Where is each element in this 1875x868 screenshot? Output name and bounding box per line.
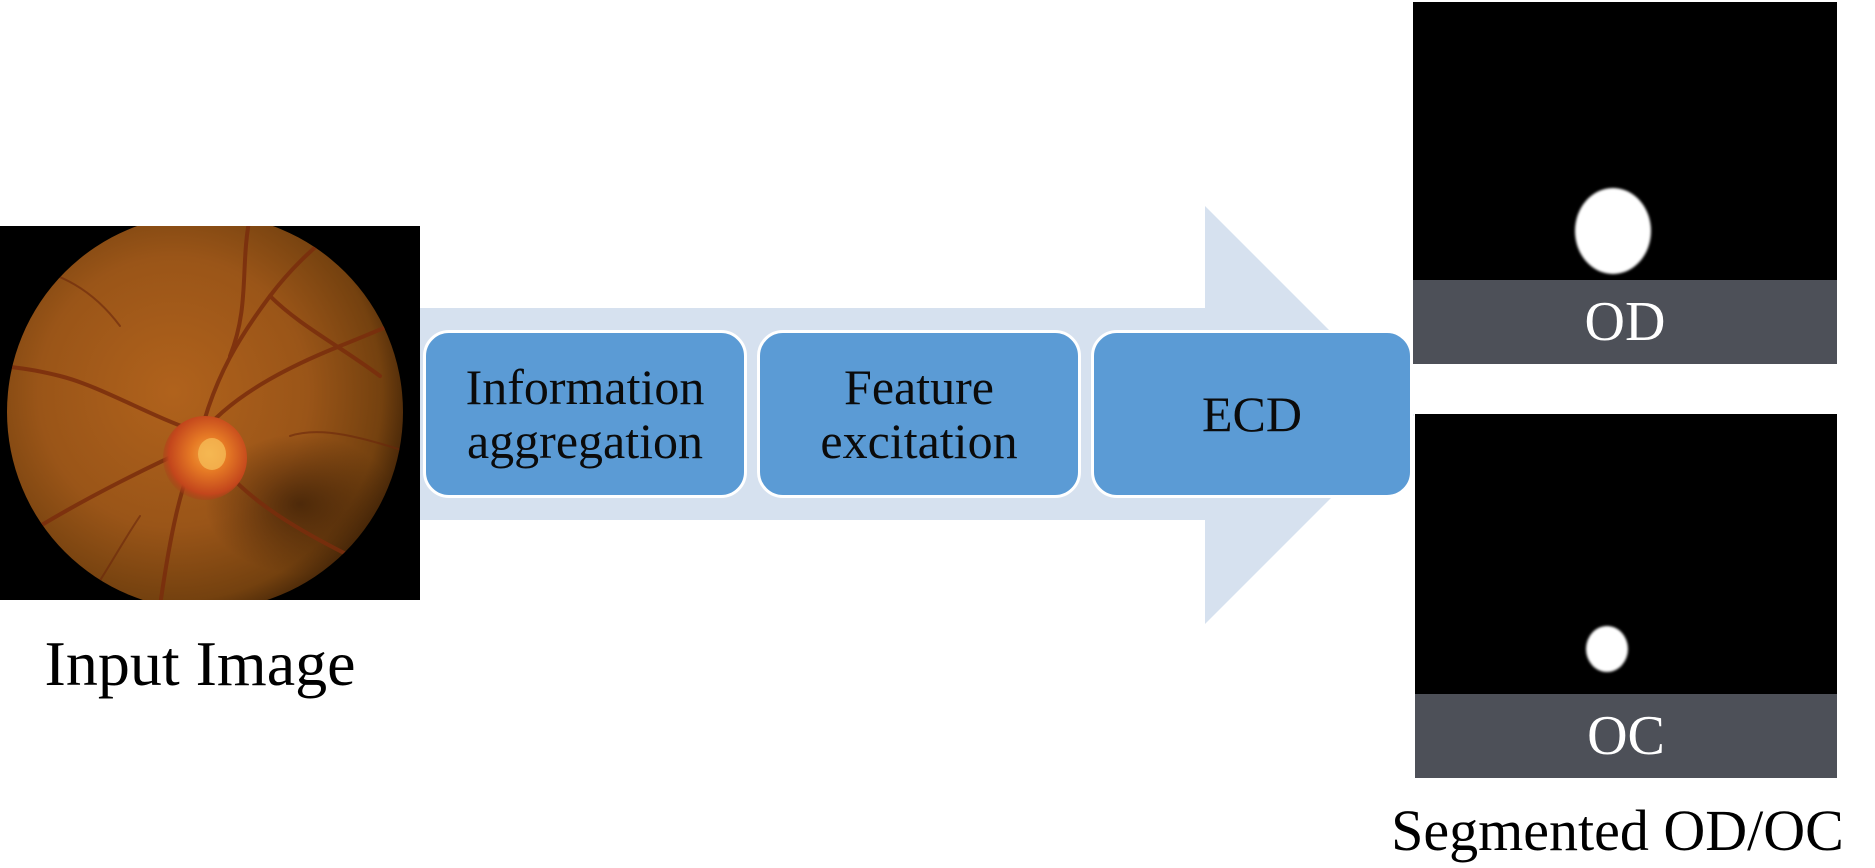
od-mask-blob: [1575, 188, 1651, 274]
od-mask-panel: OD: [1413, 2, 1837, 364]
segmented-output-label: Segmented OD/OC: [1391, 798, 1844, 863]
information-aggregation-box: Information aggregation: [423, 330, 747, 498]
feature-excitation-label: Feature excitation: [820, 359, 1018, 469]
ecd-label: ECD: [1202, 386, 1302, 442]
fundus-illustration: [0, 214, 420, 610]
input-fundus-image: [0, 214, 420, 610]
oc-caption: OC: [1415, 694, 1837, 778]
ecd-box: ECD: [1091, 330, 1413, 498]
od-caption: OD: [1413, 280, 1837, 364]
input-image-label: Input Image: [44, 628, 356, 699]
oc-mask-panel: OC: [1415, 414, 1837, 778]
feature-excitation-box: Feature excitation: [757, 330, 1081, 498]
information-aggregation-label: Information aggregation: [465, 359, 705, 469]
oc-mask-blob: [1586, 626, 1628, 672]
